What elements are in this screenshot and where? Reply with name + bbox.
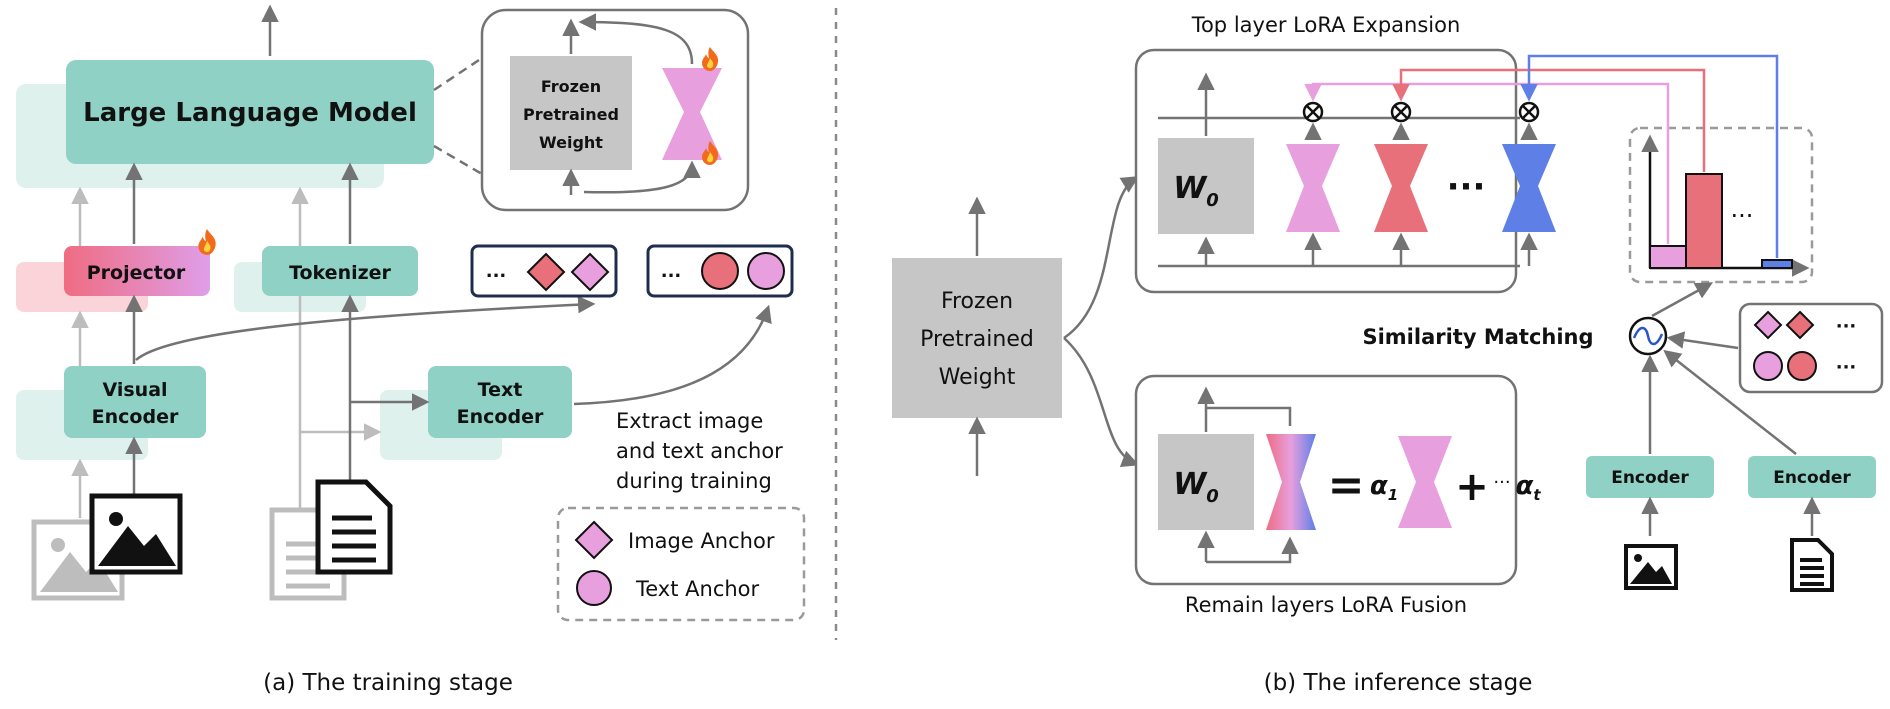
image-icon bbox=[1624, 544, 1678, 590]
extract-note-1: Extract image bbox=[616, 409, 763, 433]
tokenizer-label: Tokenizer bbox=[289, 262, 391, 284]
legend-image-anchor: Image Anchor bbox=[628, 529, 775, 553]
image-encoder-label: Encoder bbox=[1611, 468, 1689, 488]
extract-note-3: during training bbox=[616, 469, 772, 493]
text-anchor-ellipsis: ... bbox=[661, 261, 682, 282]
text-encoder-label-2: Encoder bbox=[457, 406, 544, 428]
image-encoder-block bbox=[1586, 456, 1714, 498]
inference-stage: Frozen Pretrained Weight Top layer LoRA … bbox=[892, 13, 1884, 696]
fusion-dots: ··· bbox=[1493, 472, 1510, 493]
similarity-label: Similarity Matching bbox=[1362, 325, 1593, 349]
tokenizer-block bbox=[262, 246, 418, 296]
anchor-set-dots: ··· bbox=[1836, 357, 1857, 378]
image-icon bbox=[89, 493, 183, 575]
equals-sign: = bbox=[1328, 460, 1365, 511]
training-caption: (a) The training stage bbox=[263, 670, 513, 696]
multiply-icon bbox=[1302, 101, 1324, 123]
top-w0-label: W0 bbox=[1173, 171, 1219, 211]
multiply-icon bbox=[1390, 101, 1412, 123]
diamond-icon bbox=[526, 252, 566, 292]
diamond-icon bbox=[1753, 310, 1783, 340]
frozen-weight-label-3: Weight bbox=[539, 133, 603, 152]
text-encoder-block bbox=[428, 366, 572, 438]
faded-arrows bbox=[71, 186, 382, 518]
bottom-layer-title: Remain layers LoRA Fusion bbox=[1185, 593, 1467, 617]
extract-note-2: and text anchor bbox=[616, 439, 783, 463]
inference-frozen-label-1: Frozen bbox=[941, 289, 1013, 314]
visual-encoder-block bbox=[64, 366, 206, 438]
text-encoder-label-1: Text bbox=[478, 379, 523, 401]
bottom-w0-label: W0 bbox=[1173, 467, 1219, 507]
similarity-icon bbox=[1628, 316, 1668, 356]
histogram-bar-red bbox=[1685, 173, 1723, 269]
text-encoder-label-inference: Encoder bbox=[1773, 468, 1851, 488]
bottom-w0-block bbox=[1158, 434, 1254, 530]
circle-icon bbox=[747, 252, 785, 290]
diamond-icon bbox=[574, 520, 614, 560]
frozen-weight-block bbox=[510, 56, 632, 170]
circle-icon bbox=[701, 252, 739, 290]
histogram-bar-pink bbox=[1649, 245, 1687, 269]
circle-icon bbox=[1753, 351, 1783, 381]
projector-block bbox=[64, 246, 210, 296]
image-anchor-ellipsis: ... bbox=[486, 261, 507, 282]
inference-frozen-label-2: Pretrained bbox=[920, 327, 1034, 352]
histogram-bar-blue bbox=[1761, 259, 1793, 269]
alpha-t-label: αt bbox=[1515, 471, 1541, 504]
inference-frozen-label-3: Weight bbox=[939, 365, 1016, 390]
circle-icon bbox=[1787, 351, 1817, 381]
top-adapter-dots: ··· bbox=[1447, 167, 1486, 207]
llm-block bbox=[66, 60, 434, 164]
multiply-icon bbox=[1518, 101, 1540, 123]
legend-box bbox=[556, 506, 806, 622]
alpha-1-label: α1 bbox=[1370, 471, 1398, 504]
visual-encoder-label-2: Encoder bbox=[92, 406, 179, 428]
diamond-icon bbox=[1785, 310, 1815, 340]
frozen-weight-label-2: Pretrained bbox=[523, 105, 619, 124]
inference-caption: (b) The inference stage bbox=[1264, 670, 1533, 696]
histogram-dots: ··· bbox=[1731, 202, 1754, 230]
diamond-icon bbox=[570, 252, 610, 292]
training-stage: Large Language Model Frozen Pretrained W… bbox=[16, 4, 806, 696]
document-icon bbox=[315, 479, 393, 575]
visual-encoder-label-1: Visual bbox=[102, 379, 167, 401]
legend-text-anchor: Text Anchor bbox=[635, 577, 760, 601]
circle-icon bbox=[576, 570, 612, 606]
inference-frozen-weight-block bbox=[892, 258, 1062, 418]
document-icon bbox=[1790, 538, 1834, 592]
text-encoder-block-inference bbox=[1748, 456, 1876, 498]
fire-icon bbox=[198, 229, 216, 255]
llm-label: Large Language Model bbox=[83, 98, 417, 128]
fused-lora-adapter bbox=[1266, 434, 1316, 530]
top-lora-adapters bbox=[1286, 144, 1556, 232]
anchor-set-dots: ··· bbox=[1836, 316, 1857, 337]
frozen-weight-label-1: Frozen bbox=[541, 77, 601, 96]
lora-adapter-pink bbox=[1398, 436, 1452, 528]
projector-label: Projector bbox=[87, 262, 186, 284]
plus-sign: + bbox=[1455, 464, 1489, 510]
remain-layers-fusion-box bbox=[1134, 374, 1518, 586]
top-w0-block bbox=[1158, 138, 1254, 234]
lora-adapter-shape bbox=[662, 68, 722, 160]
top-layer-title: Top layer LoRA Expansion bbox=[1191, 13, 1461, 37]
